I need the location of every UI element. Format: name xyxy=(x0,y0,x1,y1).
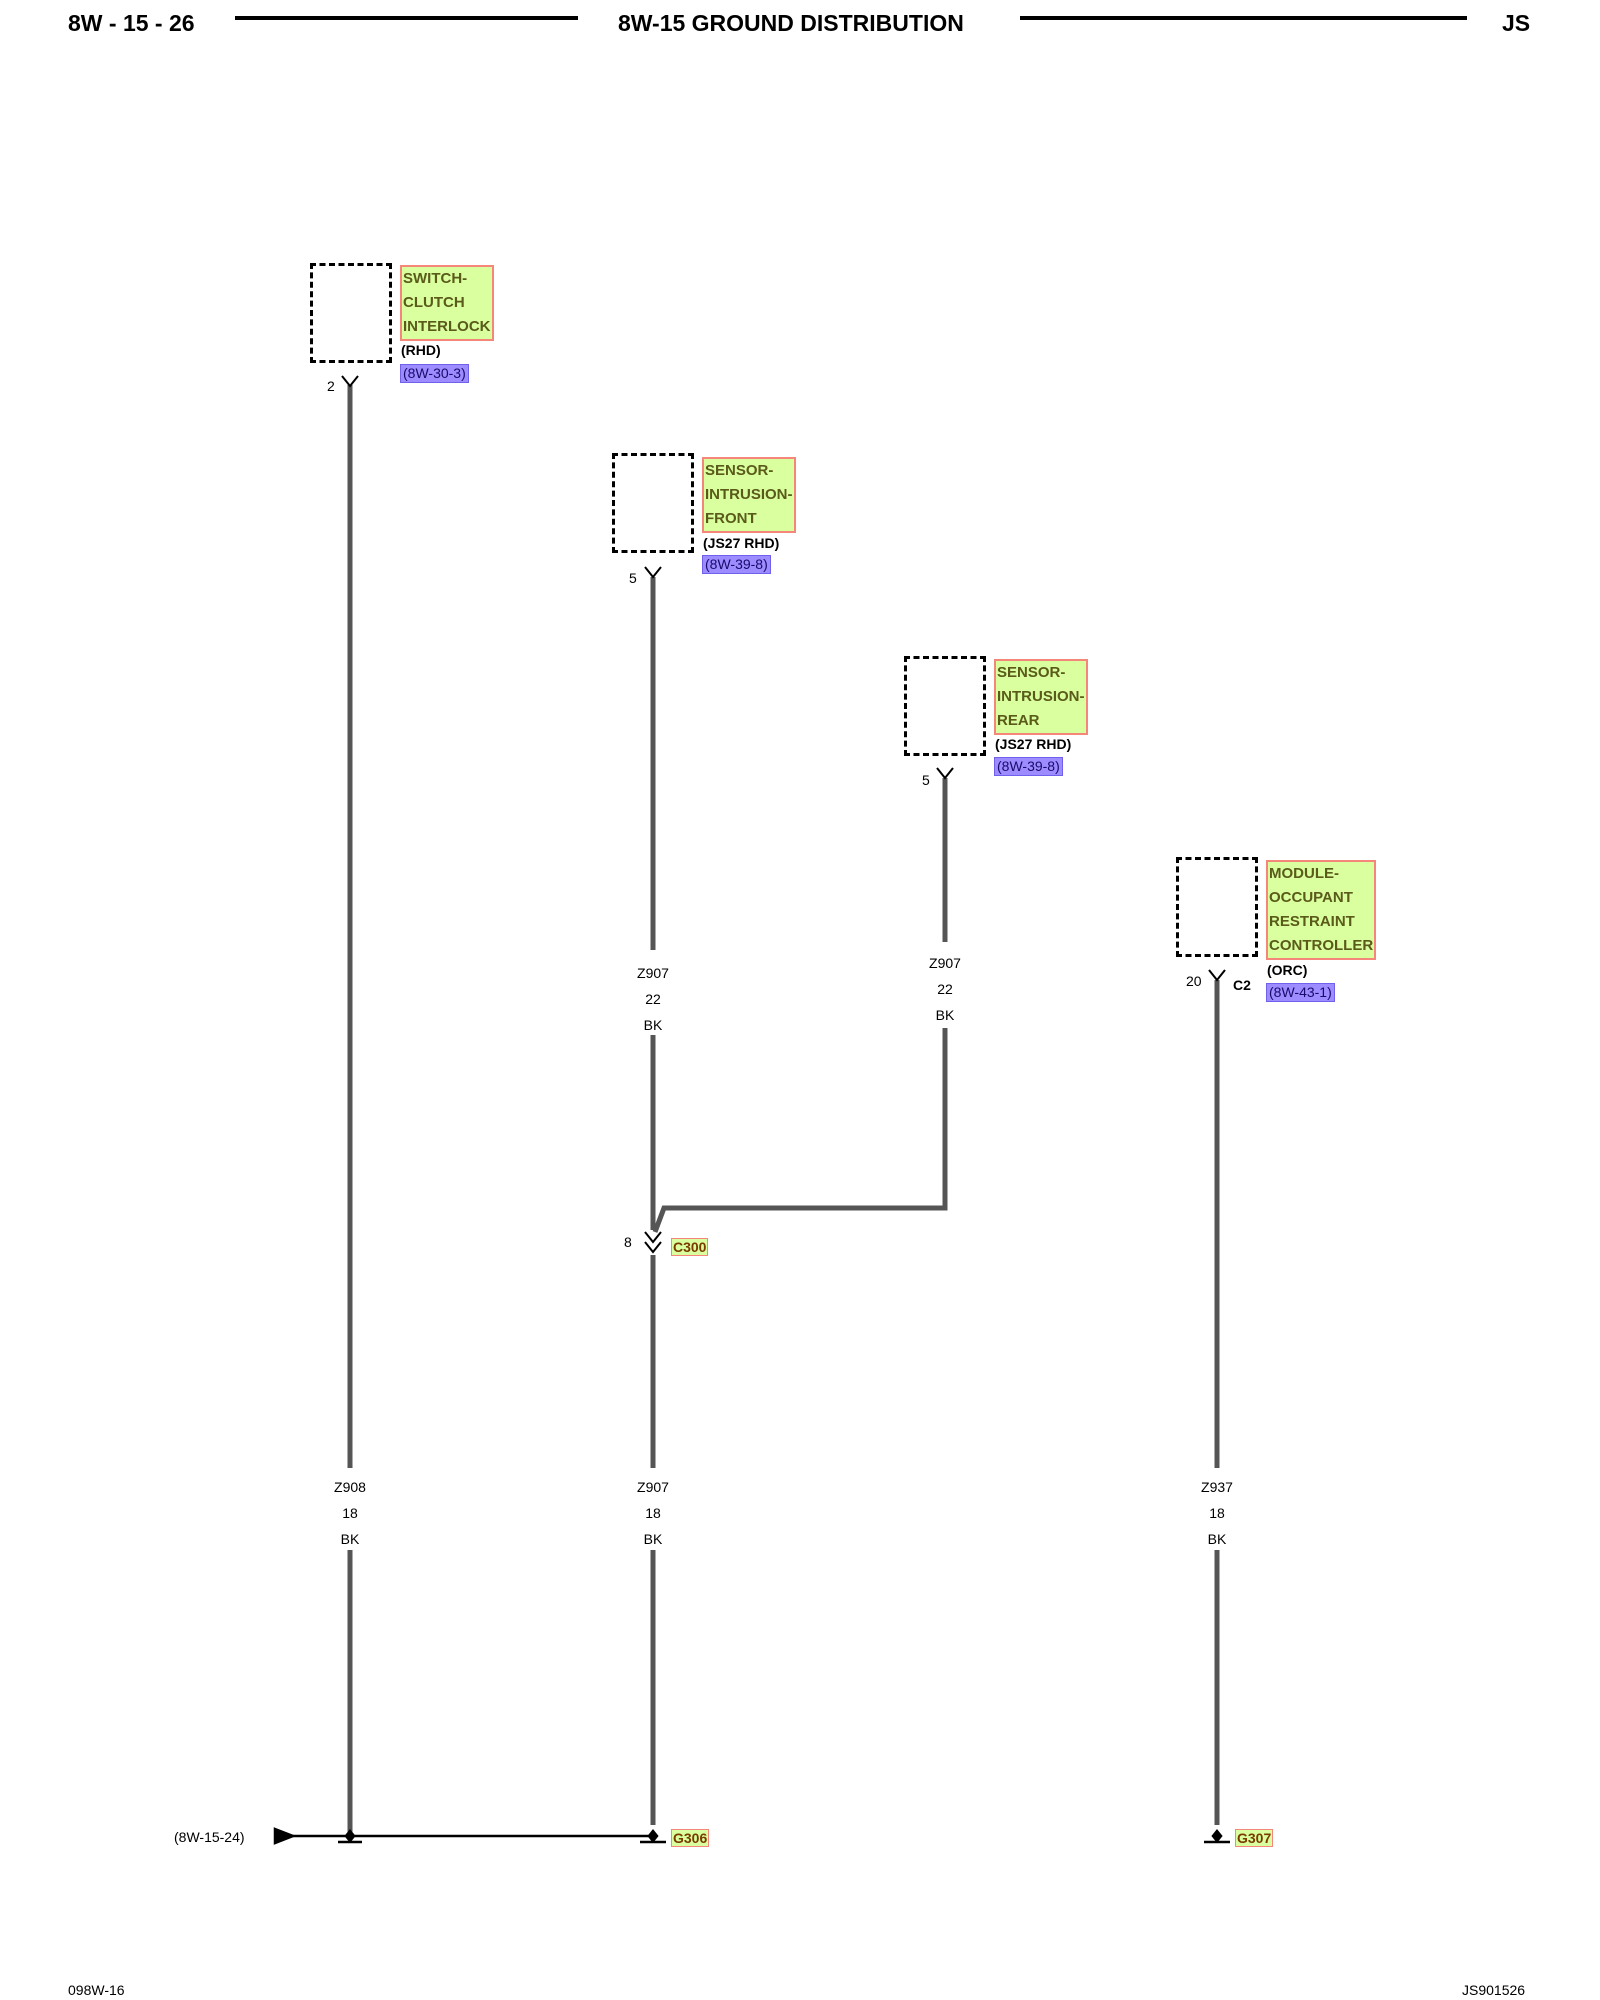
pin-mark-front xyxy=(644,566,662,579)
orc-module-pin: 20 xyxy=(1186,973,1202,989)
pin-mark-c300-a xyxy=(644,1231,662,1244)
pin-mark-rear xyxy=(936,767,954,780)
wire-z907-rear-join xyxy=(652,1028,948,1233)
sensor-intrusion-rear-label[interactable]: SENSOR- INTRUSION- REAR xyxy=(994,659,1088,735)
footer-left-code: 098W-16 xyxy=(68,1982,125,1998)
pin-mark-c300-b xyxy=(644,1241,662,1254)
sensor-intrusion-rear-box xyxy=(904,656,986,756)
page-number: 8W - 15 - 26 xyxy=(68,10,195,36)
sensor-intrusion-rear-pin: 5 xyxy=(922,772,930,788)
pin-mark-orc xyxy=(1208,969,1226,982)
switch-clutch-interlock-box xyxy=(310,263,392,363)
sensor-intrusion-front-label[interactable]: SENSOR- INTRUSION- FRONT xyxy=(702,457,796,533)
switch-clutch-interlock-pin: 2 xyxy=(327,378,335,394)
sensor-intrusion-rear-ref[interactable]: (8W-39-8) xyxy=(994,757,1063,776)
ground-g306-label[interactable]: G306 xyxy=(671,1829,710,1847)
sensor-intrusion-rear-note: (JS27 RHD) xyxy=(995,736,1072,752)
ground-g307-label[interactable]: G307 xyxy=(1235,1829,1274,1847)
page-ref-label[interactable]: (8W-15-24) xyxy=(174,1829,245,1845)
sensor-intrusion-front-pin: 5 xyxy=(629,570,637,586)
sensor-intrusion-front-note: (JS27 RHD) xyxy=(703,535,780,551)
orc-module-label[interactable]: MODULE- OCCUPANT RESTRAINT CONTROLLER xyxy=(1266,860,1377,960)
switch-clutch-interlock-note: (RHD) xyxy=(401,342,441,358)
orc-module-connector: C2 xyxy=(1233,977,1251,993)
footer-right-code: JS901526 xyxy=(1462,1982,1526,1998)
page-title: 8W-15 GROUND DISTRIBUTION xyxy=(618,10,964,36)
c300-connector-label[interactable]: C300 xyxy=(671,1238,709,1256)
header-rule-right xyxy=(1020,16,1467,20)
header-rule-left xyxy=(235,16,578,20)
orc-module-ref[interactable]: (8W-43-1) xyxy=(1266,983,1335,1002)
orc-module-note: (ORC) xyxy=(1267,962,1308,978)
sensor-intrusion-front-ref[interactable]: (8W-39-8) xyxy=(702,555,771,574)
switch-clutch-interlock-ref[interactable]: (8W-30-3) xyxy=(400,364,469,383)
sensor-intrusion-front-box xyxy=(612,453,694,553)
orc-module-box xyxy=(1176,857,1258,957)
switch-clutch-interlock-label[interactable]: SWITCH- CLUTCH INTERLOCK xyxy=(400,265,494,341)
model-code: JS xyxy=(1502,10,1531,36)
pin-mark-switch xyxy=(341,375,359,388)
c300-pin: 8 xyxy=(624,1234,632,1250)
